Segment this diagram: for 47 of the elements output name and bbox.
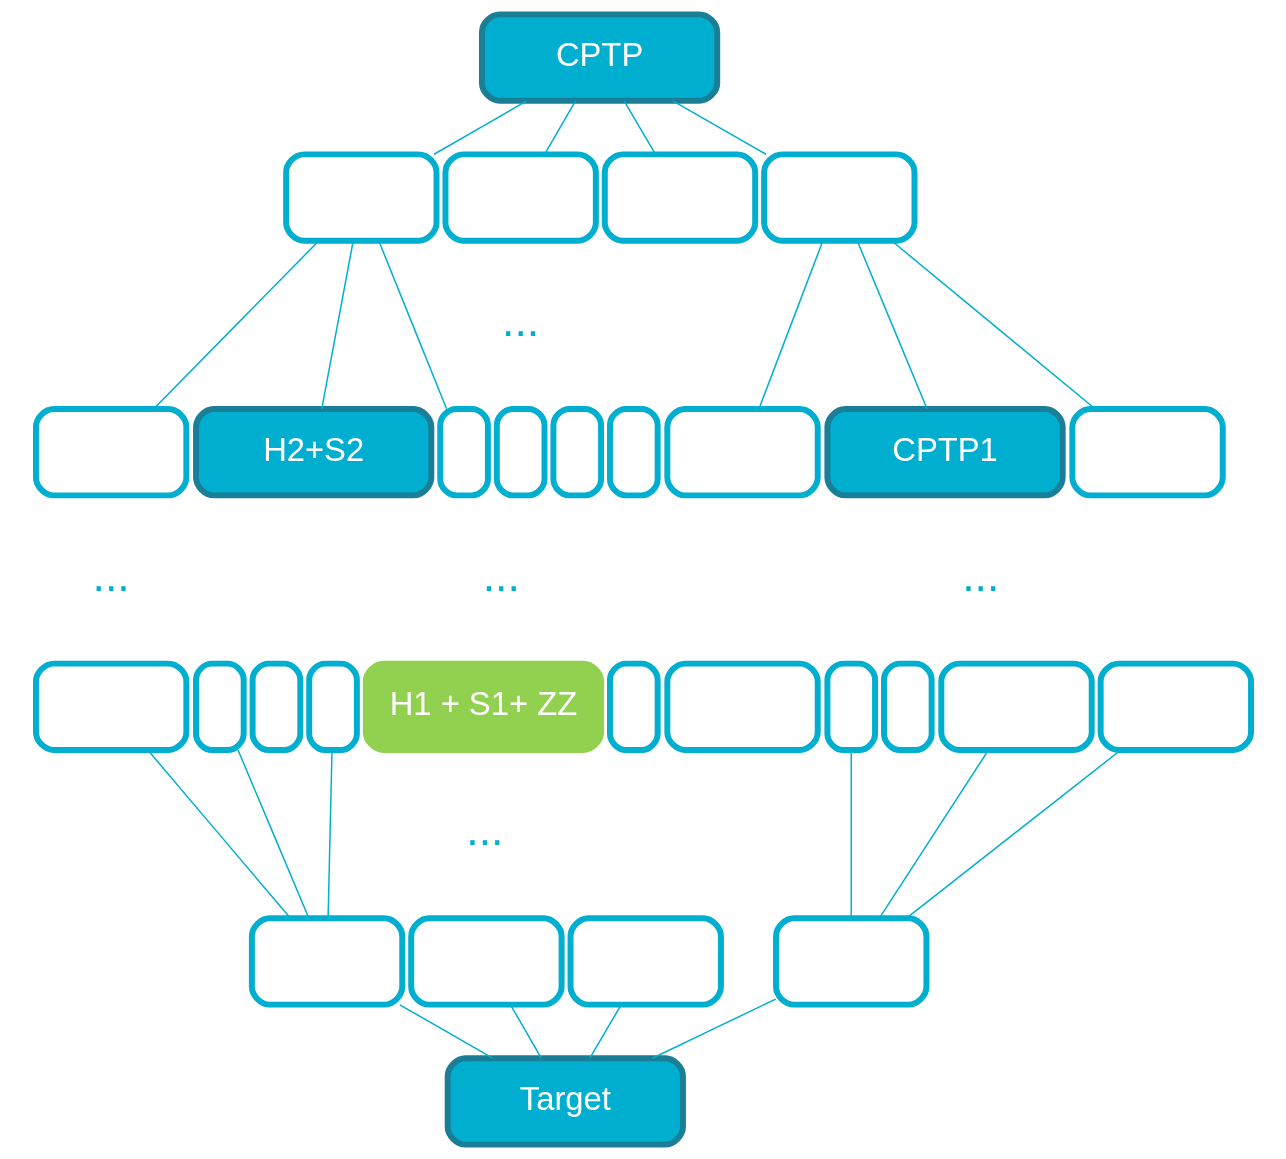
connector xyxy=(398,1004,493,1059)
node-box xyxy=(32,660,189,753)
node-box xyxy=(937,660,1095,753)
node-box xyxy=(282,151,439,244)
node-box xyxy=(441,151,599,244)
node-box xyxy=(880,660,935,753)
node-box xyxy=(407,915,565,1008)
node-box: Target xyxy=(444,1055,686,1148)
connector xyxy=(671,100,767,155)
node-box: CPTP xyxy=(478,11,720,104)
node-box xyxy=(760,151,917,244)
node-box xyxy=(567,915,724,1008)
node-box xyxy=(663,406,821,499)
node-box xyxy=(248,915,405,1008)
node-box xyxy=(663,660,821,753)
node-box xyxy=(606,406,661,499)
node-box xyxy=(249,660,303,753)
node-box xyxy=(32,406,189,499)
node-box xyxy=(1097,660,1254,753)
connector xyxy=(236,749,310,919)
node-box xyxy=(606,660,661,753)
connector xyxy=(651,998,776,1059)
node-box xyxy=(772,915,929,1008)
connector xyxy=(320,240,354,410)
node-box xyxy=(493,406,547,499)
label: ... xyxy=(92,550,130,600)
node-box xyxy=(192,660,247,753)
node-box: CPTP1 xyxy=(823,406,1066,499)
node-box xyxy=(601,151,758,244)
label: ... xyxy=(961,550,999,600)
connector xyxy=(509,1004,542,1059)
connector xyxy=(588,1004,622,1059)
node-box xyxy=(549,406,604,499)
node-box: H1 + S1+ ZZ xyxy=(362,660,604,753)
connector xyxy=(432,100,528,155)
node-box xyxy=(305,660,360,753)
label: ... xyxy=(465,805,504,855)
label: ... xyxy=(482,550,520,600)
node-box xyxy=(436,406,491,499)
node-box: H2+S2 xyxy=(192,406,434,499)
connector xyxy=(622,100,656,155)
label: ... xyxy=(501,296,539,346)
connector xyxy=(856,240,928,410)
node-box xyxy=(1068,406,1226,499)
node-box xyxy=(823,660,878,753)
connector xyxy=(377,240,447,410)
connector xyxy=(543,100,576,155)
